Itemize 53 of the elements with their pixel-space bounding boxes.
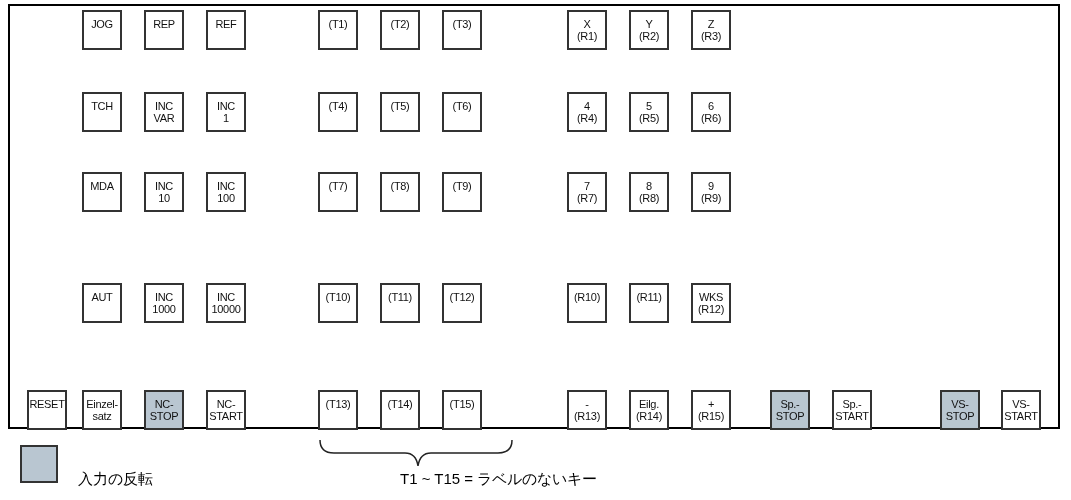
keypad-key: WKS (R12) [691,283,731,323]
keypad-key: Eilg. (R14) [629,390,669,430]
keypad-key: (R10) [567,283,607,323]
keypad-key: 4 (R4) [567,92,607,132]
keypad-key: RESET [27,390,67,430]
keypad-key: NC- START [206,390,246,430]
keypad-key: INC 100 [206,172,246,212]
keypad-key: (R11) [629,283,669,323]
keypad-key: (T6) [442,92,482,132]
keypad-key: VS- START [1001,390,1041,430]
keypad-key: (T14) [380,390,420,430]
keypad-key: (T2) [380,10,420,50]
keypad-key: MDA [82,172,122,212]
keypad-key: INC 10000 [206,283,246,323]
keypad-key: REP [144,10,184,50]
keypad-key: (T15) [442,390,482,430]
keypad-key: NC- STOP [144,390,184,430]
legend-label: 入力の反転 [78,470,153,489]
keypad-key: 6 (R6) [691,92,731,132]
keypad-key: 8 (R8) [629,172,669,212]
keypad-key: TCH [82,92,122,132]
keypad-key: Z (R3) [691,10,731,50]
keypad-key: (T10) [318,283,358,323]
keypad-key: (T5) [380,92,420,132]
keypad-key: (T8) [380,172,420,212]
keypad-key: VS- STOP [940,390,980,430]
keypad-key: INC 10 [144,172,184,212]
keypad-key: - (R13) [567,390,607,430]
keypad-key: (T9) [442,172,482,212]
note-text: T1 ~ T15 = ラベルのないキー [400,470,598,489]
keypad-key: (T4) [318,92,358,132]
keypad-key: (T1) [318,10,358,50]
keypad-key: (T7) [318,172,358,212]
keypad-key: (T13) [318,390,358,430]
keypad-key: 7 (R7) [567,172,607,212]
keypad-key: X (R1) [567,10,607,50]
keypad-key: (T12) [442,283,482,323]
keypad-key: Y (R2) [629,10,669,50]
keypad-key: REF [206,10,246,50]
keypad-key: 9 (R9) [691,172,731,212]
keypad-key: INC 1 [206,92,246,132]
keypad-key: AUT [82,283,122,323]
keypad-key: JOG [82,10,122,50]
keypad-key: Sp.- START [832,390,872,430]
keypad-key: 5 (R5) [629,92,669,132]
keypad-key: Einzel- satz [82,390,122,430]
keypad-key: (T3) [442,10,482,50]
keypad-key: INC 1000 [144,283,184,323]
keypad-key: Sp.- STOP [770,390,810,430]
keypad-key: INC VAR [144,92,184,132]
keypad-key: + (R15) [691,390,731,430]
keypad-key: (T11) [380,283,420,323]
keypad-panel [8,4,1060,429]
